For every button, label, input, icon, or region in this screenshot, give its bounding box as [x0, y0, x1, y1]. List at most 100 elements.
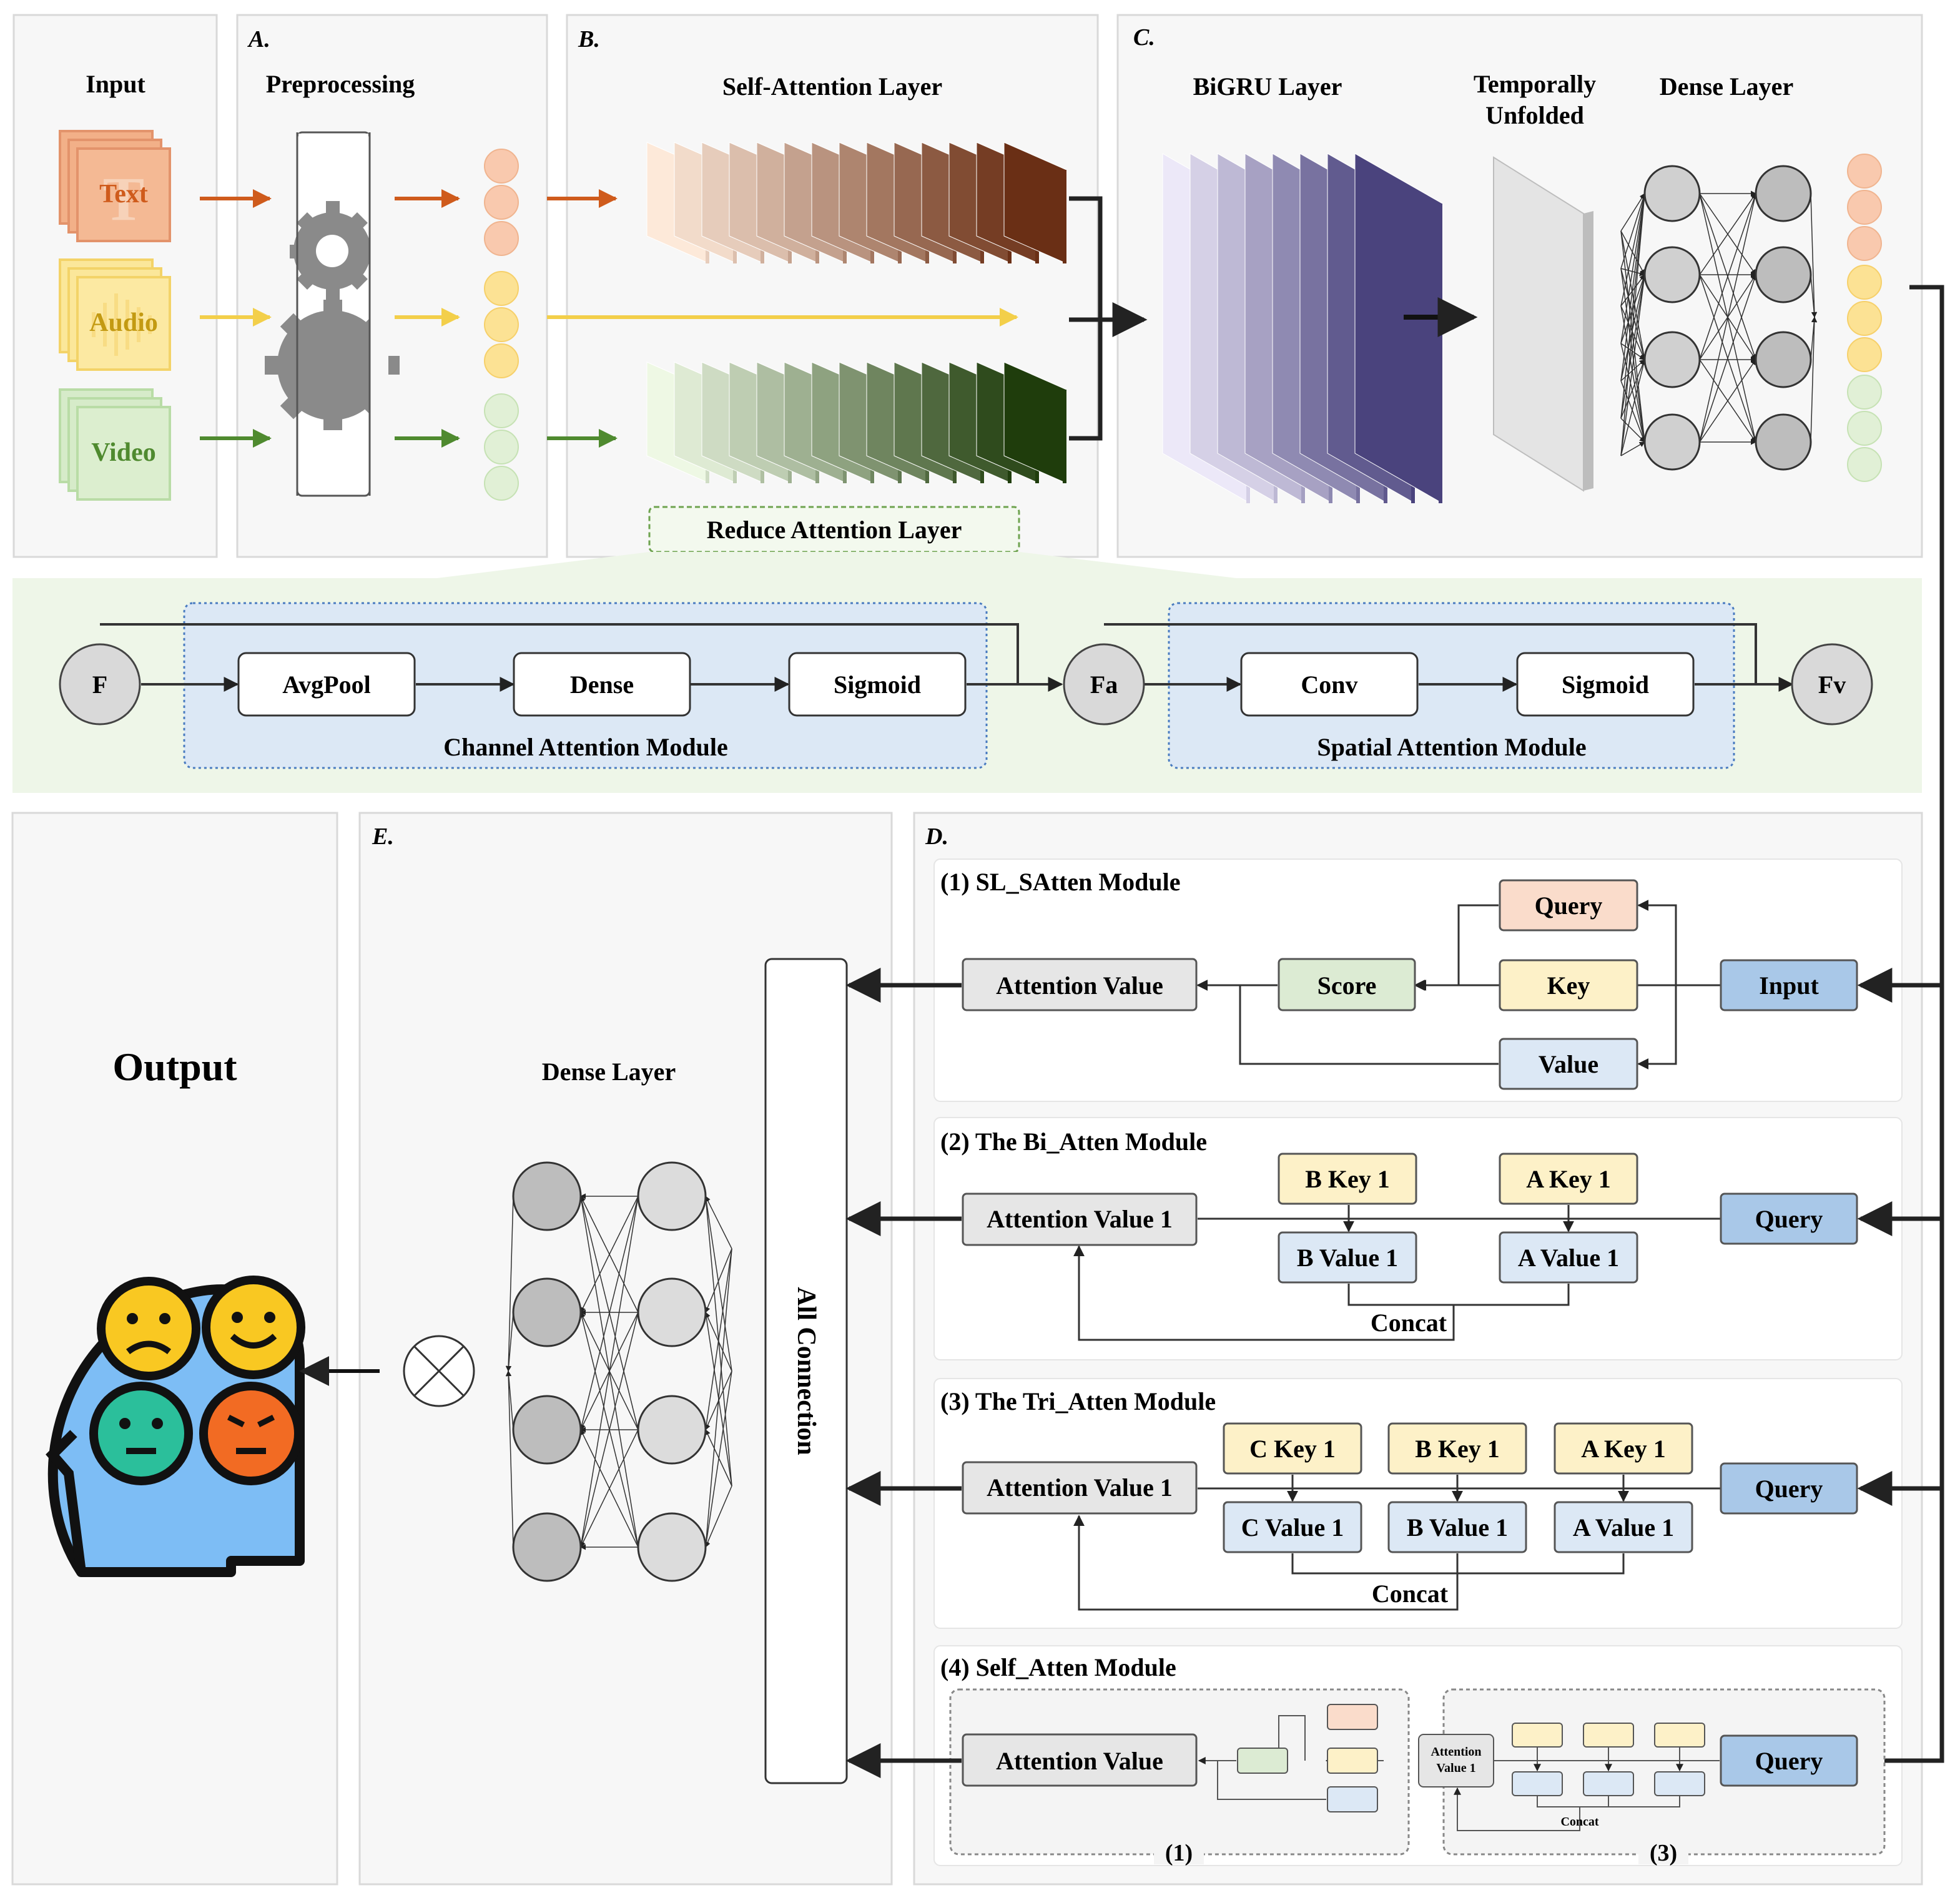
dense-e-title: Dense Layer — [542, 1058, 676, 1086]
reduce-node-fa: Fa — [1063, 643, 1145, 725]
module3-c-key: C Key 1 — [1223, 1422, 1362, 1475]
reduce-node-fv: Fv — [1791, 643, 1873, 725]
module3-b-value: B Value 1 — [1387, 1501, 1527, 1553]
unfold-line1: Temporally — [1474, 70, 1596, 98]
dense-e-edge — [579, 1196, 639, 1430]
sigmoid-box-1: Sigmoid — [788, 652, 967, 717]
dense-top-node — [1643, 246, 1701, 303]
output-feature-circles — [1847, 154, 1882, 482]
dense-top-edge — [1699, 274, 1757, 443]
dense-top-edge — [1620, 193, 1647, 381]
dense-e-node — [637, 1161, 707, 1231]
m1-key-label: Key — [1547, 971, 1590, 1000]
bigru-letter: C. — [1133, 24, 1155, 51]
bigru-layer — [1354, 153, 1443, 504]
dense-e-edge — [704, 1248, 732, 1313]
module1-query: Query — [1499, 879, 1638, 932]
module4-attention-value: Attention Value — [962, 1733, 1198, 1787]
bigru-title: BiGRU Layer — [1193, 72, 1342, 101]
module3-a-value: A Value 1 — [1554, 1501, 1693, 1553]
m4-query-label: Query — [1755, 1747, 1823, 1775]
module4-mini-key — [1327, 1748, 1378, 1774]
m3-attention-label: Attention Value 1 — [987, 1473, 1173, 1502]
text-label: Text — [99, 180, 148, 209]
module1-input: Input — [1720, 959, 1858, 1011]
attention-arrows — [547, 189, 1018, 448]
module2-lines — [1073, 1205, 1721, 1341]
feature-circles — [484, 149, 519, 501]
bigru-layer-edge — [1439, 204, 1442, 503]
dense-e-edge — [703, 1248, 732, 1548]
m3-cvalue-label: C Value 1 — [1241, 1513, 1344, 1542]
dense-e-edge — [505, 1370, 514, 1548]
m1-attention-label: Attention Value — [996, 971, 1163, 1000]
dense-box: Dense — [513, 652, 691, 717]
dense-top-edge — [1699, 193, 1756, 275]
m1-value-label: Value — [1539, 1050, 1598, 1078]
dense-e-edge — [506, 1370, 514, 1430]
module1-title: (1) SL_SAtten Module — [940, 868, 1180, 896]
dense-top-edge — [1699, 193, 1757, 360]
module2-a-key: A Key 1 — [1499, 1153, 1638, 1205]
dense-top-node — [1755, 331, 1812, 388]
all-connection-label: All Connection — [792, 1287, 820, 1455]
conv-label: Conv — [1301, 671, 1357, 699]
merge-bracket — [1069, 196, 1148, 441]
dense-top-edge — [1620, 441, 1645, 456]
sigmoid2-label: Sigmoid — [1562, 671, 1649, 699]
dense-top-edge — [1620, 305, 1647, 443]
m4-attention-label: Attention Value — [996, 1747, 1163, 1775]
dense-top-edge — [1620, 274, 1647, 456]
audio-label: Audio — [89, 308, 158, 337]
dense-e-letter: E. — [372, 824, 394, 850]
emotion-head-icon — [46, 1276, 305, 1577]
m1-query-label: Query — [1535, 892, 1603, 920]
dense-top-node — [1643, 331, 1701, 388]
dense-top-node — [1755, 165, 1812, 222]
module4-mini-attention: Attention Value 1 — [1418, 1734, 1494, 1787]
m2-attention-label: Attention Value 1 — [987, 1205, 1173, 1233]
preprocessing-letter: A. — [247, 26, 270, 52]
zoom-connector — [437, 552, 1236, 578]
all-connection-bar: All Connection — [764, 958, 848, 1784]
dense-top-edge — [1620, 380, 1646, 443]
m3-ckey-label: C Key 1 — [1249, 1435, 1336, 1463]
input-title: Input — [86, 70, 145, 98]
bigru-stack — [1162, 153, 1443, 504]
dense-top-edge — [1620, 193, 1647, 307]
sad-face-icon — [97, 1277, 200, 1380]
m4-mini-attn-line1: Attention — [1431, 1745, 1481, 1759]
dense-e-edge — [580, 1429, 639, 1548]
dense-top-edge — [1620, 359, 1647, 456]
output-title: Output — [112, 1045, 237, 1089]
dense-top-node — [1755, 413, 1812, 471]
m2-avalue-label: A Value 1 — [1518, 1244, 1619, 1272]
m3-bvalue-label: B Value 1 — [1407, 1513, 1508, 1542]
dense-network-top — [1620, 165, 1818, 471]
module2-attention-value: Attention Value 1 — [962, 1192, 1198, 1246]
m3-bkey-label: B Key 1 — [1415, 1435, 1500, 1463]
dense-e-edge — [505, 1196, 514, 1372]
module4-tag3: (3) — [1650, 1840, 1677, 1866]
dense-e-edge — [703, 1196, 732, 1372]
module2-b-value: B Value 1 — [1278, 1231, 1417, 1284]
sigmoid-box-2: Sigmoid — [1516, 652, 1695, 717]
dense-top-edge — [1620, 193, 1645, 232]
gear-icon — [265, 131, 400, 497]
dense-top-edge — [1620, 230, 1645, 275]
dense-e-node — [512, 1395, 582, 1465]
module4-mini-value — [1327, 1786, 1378, 1812]
module4-mini-concat: Concat — [1560, 1815, 1598, 1829]
module1-attention-value: Attention Value — [962, 958, 1198, 1011]
module3-title: (3) The Tri_Atten Module — [940, 1387, 1216, 1415]
dense-e-node — [512, 1512, 582, 1582]
dense-e-edge — [579, 1312, 639, 1548]
text-modality-icon: T Text — [59, 130, 171, 242]
m3-query-label: Query — [1755, 1475, 1823, 1503]
m3-avalue-label: A Value 1 — [1573, 1513, 1674, 1542]
module4-mini-keys — [1512, 1723, 1705, 1796]
module2-title: (2) The Bi_Atten Module — [940, 1128, 1207, 1156]
dense-e-edge — [705, 1485, 732, 1548]
module3-b-key: B Key 1 — [1387, 1422, 1527, 1475]
